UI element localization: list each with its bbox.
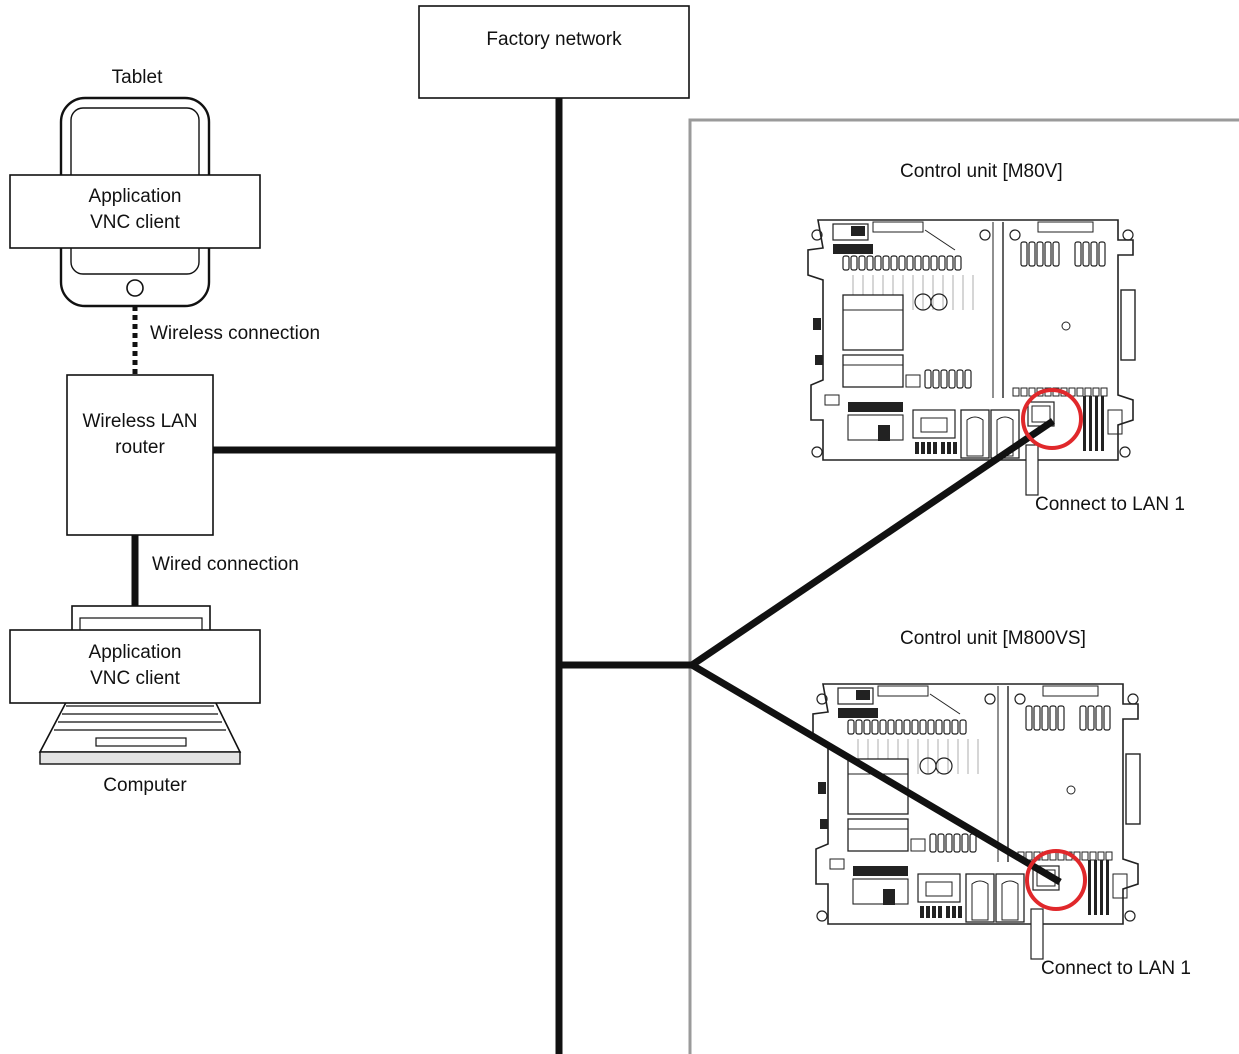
control-unit-m800vs-board — [812, 683, 1141, 960]
factory-network-box — [418, 5, 690, 99]
control-unit-m800vs-title: Control unit [M800VS] — [900, 628, 1086, 649]
router-line1: Wireless LAN — [82, 411, 198, 432]
tablet-app-line1: Application — [88, 186, 182, 207]
lan-cable-m800vs — [690, 661, 1062, 886]
tablet-label: Tablet — [111, 67, 163, 88]
router-text: Wireless LAN router — [67, 409, 213, 461]
router-box — [66, 374, 214, 536]
tablet-home-button — [126, 279, 144, 297]
computer-label: Computer — [103, 775, 187, 796]
tablet-app-line2: VNC client — [90, 212, 180, 233]
wireless-connection-label: Wireless connection — [150, 323, 321, 344]
computer-app-line1: Application — [88, 642, 182, 663]
control-unit-m800vs-port-label: Connect to LAN 1 — [1041, 958, 1191, 979]
computer-app-text: Application VNC client — [10, 640, 260, 692]
tablet-app-box — [9, 174, 261, 249]
control-unit-frame — [688, 118, 1239, 1054]
lan1-highlight-m800vs — [1025, 849, 1087, 911]
factory-network-label: Factory network — [486, 29, 622, 50]
control-unit-m80v-board — [807, 219, 1136, 496]
control-unit-m80v-title: Control unit [M80V] — [900, 161, 1063, 182]
lan-cable-m80v — [690, 418, 1055, 668]
tablet-app-text: Application VNC client — [10, 184, 260, 236]
control-unit-m80v-port-label: Connect to LAN 1 — [1035, 494, 1185, 515]
wired-connection-label: Wired connection — [152, 554, 299, 575]
computer-app-box — [9, 629, 261, 704]
lan1-highlight-m80v — [1021, 388, 1083, 450]
router-line2: router — [115, 437, 165, 458]
computer-app-line2: VNC client — [90, 668, 180, 689]
